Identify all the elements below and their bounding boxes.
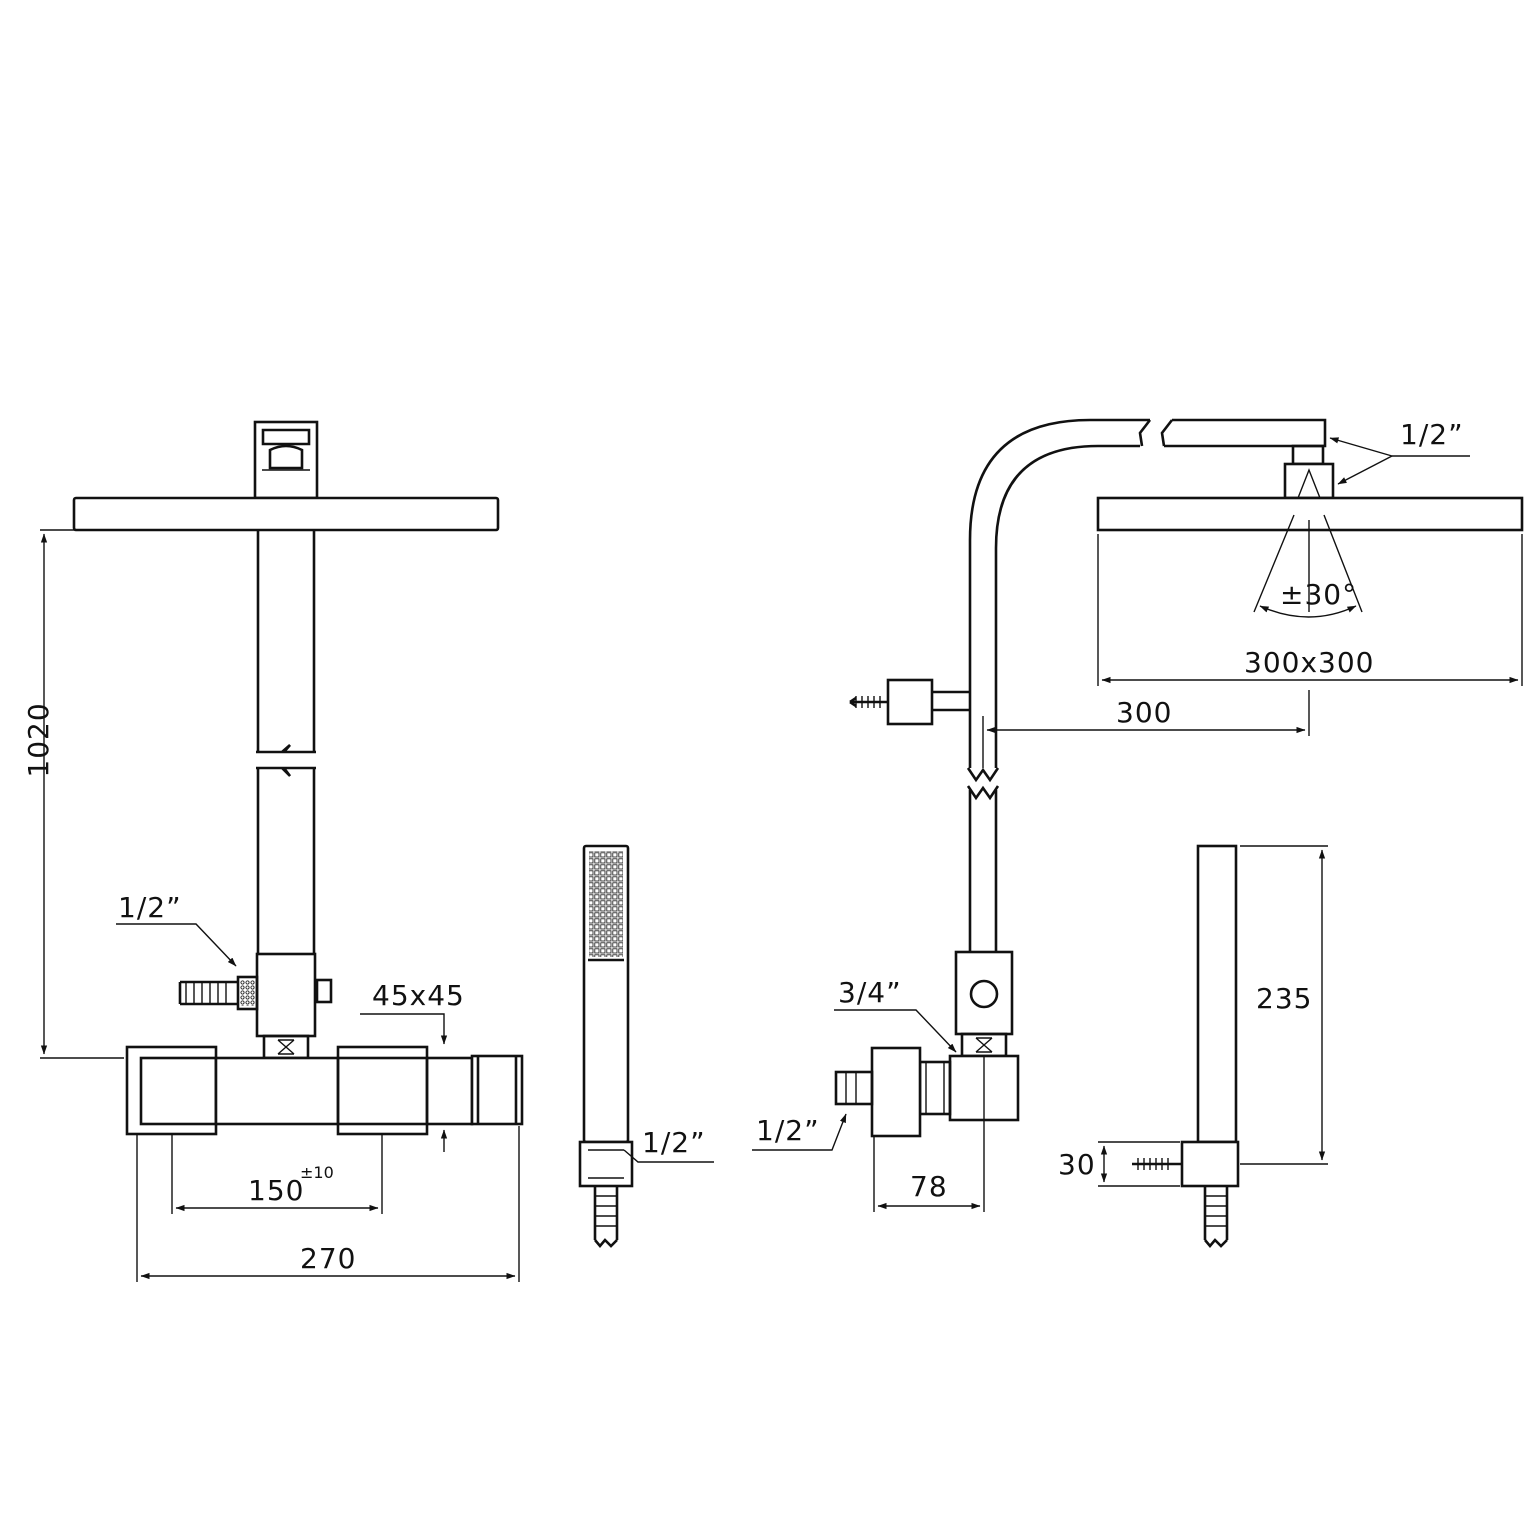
arm-outer-curve [968,418,1150,768]
head-connector-cap [261,428,311,446]
dim-150-extension [171,1134,383,1214]
top-thread-leader-a [1329,437,1393,457]
inlet-left-leader [116,923,237,967]
bar-section-leader-top [360,1013,448,1045]
eccentric-nut-lines [925,1062,945,1114]
holder-hose-ribs [1205,1195,1227,1227]
diverter-thread-leader [834,1009,957,1053]
outlet-nut [236,975,259,1011]
outlet-knurl [240,980,255,1006]
body-right-cap [336,1045,429,1136]
dim-235-label: 235 [1256,982,1312,1015]
body-right-cap-inner [336,1056,429,1126]
wall-bracket-block [886,678,934,726]
hand-shower-hose-ribs [595,1195,617,1227]
front-view: 1020 1/2” 45x45 150 ±10 270 [22,420,524,1282]
arm-break-left [1138,419,1152,447]
dim-78-label: 78 [910,1170,948,1203]
dim-1020-extension [40,529,252,1059]
holder-view: 235 30 [1058,844,1328,1249]
dim-head-extension [1097,534,1523,686]
swivel-nut [1291,444,1325,466]
dim-150-label: 150 [248,1174,304,1207]
side-diverter-knob [969,979,999,1009]
escutcheon [870,1046,922,1138]
lower-riser-break-top [966,767,1000,783]
diverter-knob [315,978,333,1004]
outlet-hose-ribs [185,982,227,1004]
holder-connector [1180,1140,1240,1188]
inlet-pipe-lines [845,1072,857,1104]
hand-shower-hose [593,1186,619,1240]
hand-shower-hose-break [594,1238,618,1249]
hand-shower-nozzle-grid [589,851,623,957]
inlet-pipe [834,1070,874,1106]
eccentric-nut [918,1060,952,1116]
riser-break-top [256,744,316,754]
holder-handle [1196,844,1238,1144]
inlet-right-label: 1/2” [756,1114,820,1147]
lower-coupler-nut [277,1039,295,1055]
hand-shower-connector-lines [588,1149,624,1179]
tilt-angle-label: ±30° [1280,578,1357,611]
inlet-right-leader [752,1113,847,1151]
outlet-hose-stub [178,980,238,1006]
side-view: ±30° 300x300 300 1/2” [752,418,1524,1212]
holder-hose-break [1204,1238,1228,1249]
tilt-limits [1253,514,1363,613]
holder-screw-thread [1137,1158,1169,1170]
swivel-ball [1297,468,1321,499]
arm-horizontal [1164,418,1327,448]
tilt-arc [1259,605,1357,618]
holder-hose [1203,1186,1229,1240]
hand-shower-view: 1/2” [578,844,714,1249]
temperature-knob [470,1054,524,1126]
dim-30-label: 30 [1058,1148,1096,1181]
hand-shower-thread-leader [623,1149,714,1163]
head-connector-swivel [268,444,304,470]
top-thread-leader-b [1337,455,1393,485]
riser-break-bottom [256,766,316,777]
diverter-thread-label: 3/4” [838,976,902,1009]
dim-78-extension [873,1120,985,1212]
arm-inner-curve [994,444,1140,768]
dim-235-extension [1240,845,1328,1165]
dim-head-label: 300x300 [1244,646,1374,679]
dim-30-extension [1098,1141,1180,1187]
dim-1020-label: 1020 [22,702,55,777]
arm-break-right [1160,419,1174,447]
side-diverter-block [954,950,1014,1036]
side-head-plate [1096,496,1524,532]
dim-150-tolerance: ±10 [300,1163,334,1182]
temperature-knob-grip [476,1056,518,1124]
hand-shower-thread-label: 1/2” [642,1126,706,1159]
dim-270-label: 270 [300,1242,356,1275]
bar-section-label: 45x45 [372,979,465,1012]
wall-bracket-thread [855,696,881,708]
inlet-left-label: 1/2” [118,891,182,924]
shower-head-plate [72,496,500,532]
dim-270-extension [136,1126,520,1282]
side-coupler-nut [975,1037,993,1053]
lower-riser [968,790,998,952]
top-thread-label: 1/2” [1400,418,1464,451]
wall-bracket-tip [849,696,857,708]
dim-reach-label: 300 [1116,696,1172,729]
hand-shower-connector [578,1140,634,1188]
diverter-block [255,952,317,1038]
wall-bracket-arm [932,690,970,712]
lower-riser-break-bottom [966,785,1000,801]
